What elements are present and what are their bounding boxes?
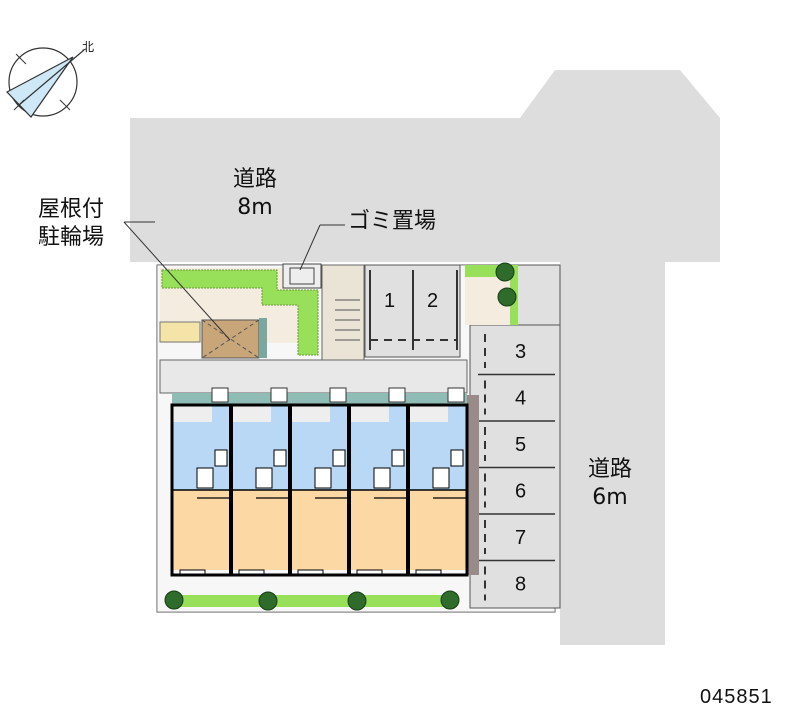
door-icon [329, 387, 347, 403]
bike-parking-line1: 屋根付 [38, 197, 105, 222]
parking-space-4: 4 [515, 388, 526, 410]
bike-parking-label: 屋根付 駐輪場 [38, 196, 104, 252]
road-8m [130, 70, 720, 645]
apartment-unit [406, 387, 467, 577]
parking-space-8: 8 [515, 574, 526, 596]
garbage-label: ゴミ置場 [348, 209, 437, 234]
parking-space-3: 3 [515, 341, 526, 363]
bike-parking-line2: 駐輪場 [38, 225, 105, 250]
parking-space-7: 7 [515, 527, 526, 549]
bottom-hedge [172, 595, 457, 607]
parking-strip [469, 324, 561, 609]
parking-space: 4 [478, 373, 555, 415]
parking-space-1: 1 [384, 290, 395, 312]
parking-space: 8 [478, 559, 555, 601]
tree-icon [164, 590, 184, 610]
road-name: 道路 [588, 457, 633, 482]
door-icon [388, 387, 406, 403]
parking-space-2: 2 [427, 290, 438, 312]
compass-icon: 北 [6, 40, 94, 118]
tree-icon [497, 287, 517, 307]
apartment-unit [172, 387, 231, 577]
road-width: 6m [592, 485, 628, 510]
parking-space: 6 [478, 466, 555, 508]
apartment-building [170, 403, 469, 577]
tree-icon [347, 591, 367, 611]
parking-space-5: 5 [515, 434, 526, 456]
parking-space: 3 [484, 334, 526, 368]
property-code: 045851 [700, 686, 773, 708]
road-name: 道路 [233, 167, 278, 192]
tree-icon [440, 590, 460, 610]
apartment-unit [229, 387, 290, 577]
door-icon [447, 387, 465, 403]
tree-icon [495, 262, 515, 282]
parking-space-6: 6 [515, 481, 526, 503]
road-width: 8m [237, 195, 273, 220]
road-east-label: 道路 6m [588, 456, 632, 512]
parking-space: 7 [478, 513, 555, 554]
door-icon [211, 387, 229, 403]
parking-space: 5 [478, 420, 555, 461]
door-icon [270, 387, 288, 403]
tree-icon [258, 591, 278, 611]
apartment-unit [347, 387, 408, 577]
north-label: 北 [82, 40, 94, 54]
apartment-unit [288, 387, 349, 577]
road-north-label: 道路 8m [233, 166, 277, 222]
